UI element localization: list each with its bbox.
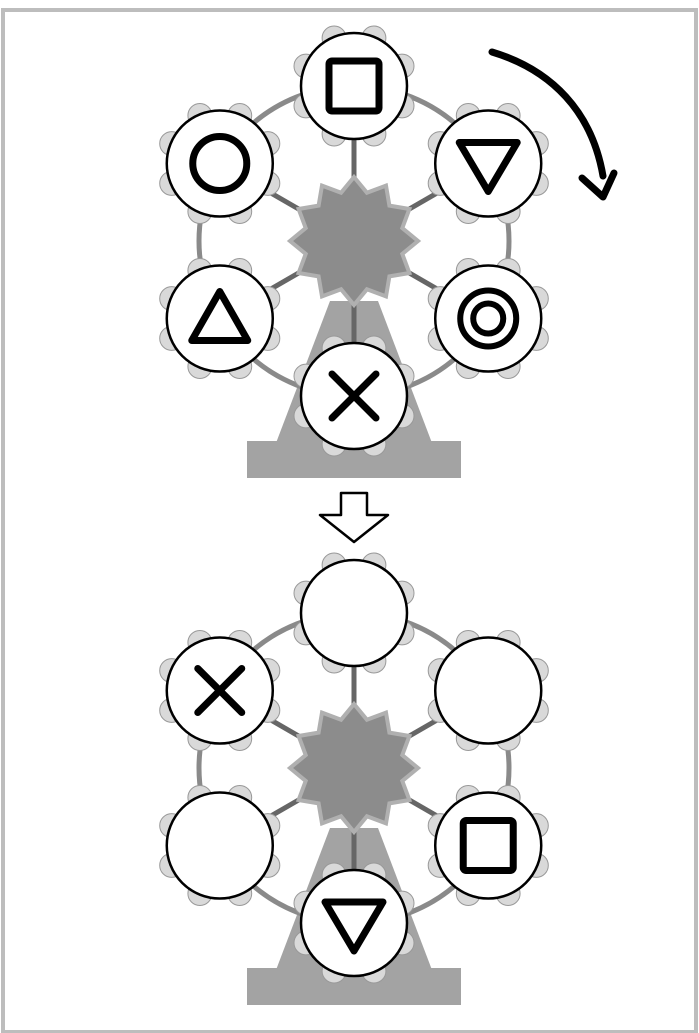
puzzle-figure bbox=[0, 0, 699, 1033]
